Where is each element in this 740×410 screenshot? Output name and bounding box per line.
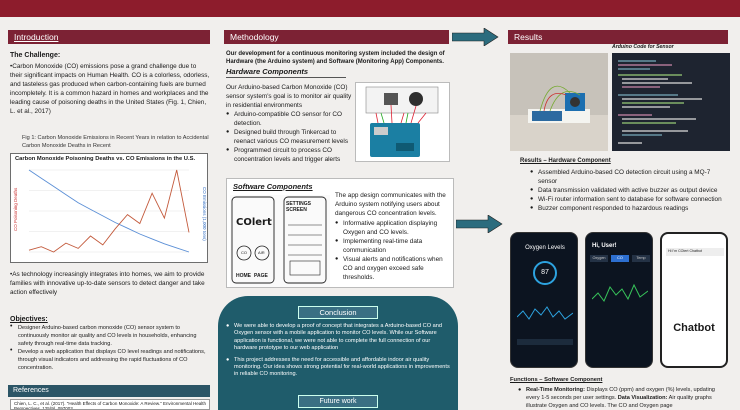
- references-text: Chien, L. C., et al. (2017). "Health Eff…: [10, 399, 210, 410]
- conclusion-title: Conclusion: [298, 306, 378, 319]
- hardware-item: Arduino-compatible CO sensor for CO dete…: [226, 110, 354, 128]
- conclusion-list: We were able to develop a proof of conce…: [226, 323, 450, 379]
- software-title: Software Components: [233, 182, 313, 191]
- objective-item: Designer Arduino-based carbon monoxide (…: [10, 323, 210, 348]
- chart-series-line: [28, 169, 190, 253]
- sw-results-text: Real-Time Monitoring: Displays CO (ppm) …: [518, 386, 730, 410]
- methodology-intro: Our development for a continuous monitor…: [226, 51, 445, 65]
- chart-series-line: [28, 169, 190, 253]
- phone-dashboard: Hi, User! Oxygen CO Temp: [585, 232, 653, 368]
- conclusion-item: This project addresses the need for acce…: [226, 357, 450, 379]
- hardware-text: Our Arduino-based Carbon Monoxide (CO) s…: [226, 84, 352, 109]
- intro-header: Introduction: [8, 30, 210, 44]
- hw-results-list: Assembled Arduino-based CO detection cir…: [530, 168, 730, 213]
- sketch-settings: SETTINGS SCREEN: [286, 201, 312, 213]
- methodology-header: Methodology: [224, 30, 449, 44]
- sketch-logo: COlert: [236, 217, 272, 228]
- software-panel: Software Components COlert SETTINGS SCRE…: [226, 178, 454, 288]
- greeting: Hi, User!: [592, 243, 617, 249]
- chart-plot: CO Poisoning Deaths CO Emissions (1,000 t…: [13, 169, 207, 253]
- code-caption: Arduino Code for Sensor: [612, 44, 674, 50]
- software-list: Informative application displaying Oxyge…: [335, 219, 453, 282]
- sensor-photo: [510, 53, 608, 151]
- results-header: Results: [508, 30, 728, 44]
- results-title: Results: [514, 32, 543, 42]
- chatbot-message: Hi I'm COlert Chatbot: [666, 248, 724, 256]
- tab-co[interactable]: CO: [611, 255, 629, 262]
- hw-results-title: Results – Hardware Component: [520, 158, 611, 164]
- tab-oxygen[interactable]: Oxygen: [590, 255, 608, 262]
- chart-ylabel: CO Poisoning Deaths: [13, 187, 18, 231]
- references-header: References: [8, 385, 210, 397]
- tab-temp[interactable]: Temp: [632, 255, 650, 262]
- sw-text-1: Displays CO (ppm) and oxygen (%) levels,…: [526, 387, 715, 401]
- sw-bold-2: Data Visualization:: [617, 395, 668, 401]
- app-screenshots: Oxygen Levels 87 Hi, User! Oxygen CO Tem…: [508, 230, 733, 370]
- oxygen-title: Oxygen Levels: [525, 245, 565, 251]
- software-item: Implementing real-time data communicatio…: [335, 237, 453, 255]
- software-item: Informative application displaying Oxyge…: [335, 219, 453, 237]
- arrow-right-icon: [452, 28, 499, 46]
- co-chart: Carbon Monoxide Poisoning Deaths vs. CO …: [10, 153, 208, 263]
- conclusion-panel: Conclusion We were able to develop a pro…: [218, 296, 458, 410]
- objectives-heading: Objectives:: [10, 316, 48, 323]
- phone-chatbot: Hi I'm COlert Chatbot Chatbot: [660, 232, 728, 368]
- intro-title: Introduction: [14, 32, 59, 42]
- future-work-title: Future work: [298, 395, 378, 408]
- app-sketch: COlert SETTINGS SCREEN CO AIR HOME PAGE: [230, 195, 330, 287]
- objective-item: Develop a web application that displays …: [10, 347, 210, 372]
- objectives-list: Designer Arduino-based carbon monoxide (…: [10, 323, 210, 372]
- oxygen-status: [517, 339, 573, 345]
- hardware-divider: [226, 77, 346, 78]
- hw-result-item: Data transmission validated with active …: [530, 186, 730, 195]
- software-text: The app design communicates with the Ard…: [335, 192, 446, 217]
- hardware-title: Hardware Components: [226, 67, 309, 76]
- hw-result-item: Wi-Fi router information sent to databas…: [530, 195, 730, 204]
- hardware-list: Arduino-compatible CO sensor for CO dete…: [226, 110, 354, 164]
- title-banner: [0, 0, 740, 17]
- oxygen-graph: [517, 306, 573, 320]
- figure-caption: Fig 1: Carbon Monoxide Emissions in Rece…: [22, 135, 209, 149]
- arduino-circuit-image: [355, 82, 450, 162]
- methodology-title: Methodology: [230, 32, 279, 42]
- hardware-item: Designed build through Tinkercad to reen…: [226, 128, 354, 146]
- challenge-heading: The Challenge:: [10, 52, 61, 59]
- arrow-right-icon: [456, 215, 503, 233]
- sketch-co: CO: [241, 250, 247, 255]
- arduino-code: [612, 53, 730, 151]
- phone-oxygen: Oxygen Levels 87: [510, 232, 578, 368]
- chart-title: Carbon Monoxide Poisoning Deaths vs. CO …: [15, 156, 196, 162]
- hw-result-item: Assembled Arduino-based CO detection cir…: [530, 168, 730, 186]
- hw-result-item: Buzzer component responded to hazardous …: [530, 204, 730, 213]
- sketch-page: PAGE: [254, 273, 268, 279]
- references-title: References: [13, 387, 49, 394]
- software-item: Visual alerts and notifications when CO …: [335, 255, 453, 282]
- sw-results-title: Functions – Software Component: [510, 377, 603, 383]
- co-graph: [592, 283, 648, 302]
- hardware-item: Programmed circuit to process CO concent…: [226, 146, 354, 164]
- sw-bold-1: Real-Time Monitoring:: [526, 387, 585, 393]
- sketch-air: AIR: [258, 250, 265, 255]
- oxygen-gauge: 87: [533, 261, 557, 285]
- sw-text-2: Air quality graphs illustrate Oxygen and…: [526, 395, 712, 409]
- chart-y2label: CO Emissions (1,000 tons): [202, 187, 207, 241]
- conclusion-item: We were able to develop a proof of conce…: [226, 323, 450, 353]
- intro-after-chart: •As technology increasingly integrates i…: [10, 271, 205, 296]
- sw-result-item: Real-Time Monitoring: Displays CO (ppm) …: [518, 386, 730, 410]
- chatbot-label: Chatbot: [673, 322, 715, 334]
- challenge-text: •Carbon Monoxide (CO) emissions pose a g…: [10, 63, 210, 115]
- sketch-home: HOME: [236, 273, 251, 279]
